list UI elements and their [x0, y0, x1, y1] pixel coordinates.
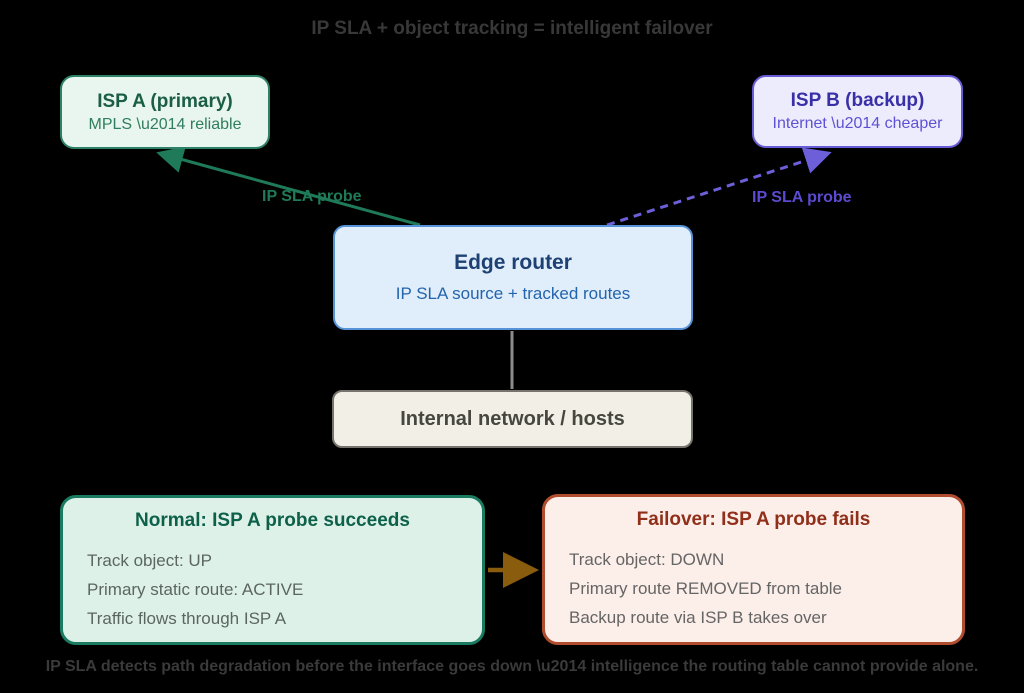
- node-isp-a: ISP A (primary) MPLS \u2014 reliable: [60, 75, 270, 149]
- probe-a-arrow: [156, 146, 421, 227]
- node-edge-router: Edge router IP SLA source + tracked rout…: [333, 225, 693, 330]
- panel-failover-state: Failover: ISP A probe fails Track object…: [542, 494, 965, 645]
- internal-network-title: Internal network / hosts: [400, 407, 625, 430]
- node-internal-network: Internal network / hosts: [332, 390, 693, 448]
- diagram-caption: IP SLA detects path degradation before t…: [45, 658, 979, 675]
- edge-router-title: Edge router: [454, 251, 572, 274]
- probe-b-arrow: [606, 147, 832, 227]
- failover-line-backup-route: Backup route via ISP B takes over: [569, 608, 827, 627]
- failover-panel-title: Failover: ISP A probe fails: [636, 509, 871, 530]
- probe-b-label: IP SLA probe: [752, 189, 852, 206]
- normal-line-track-object: Track object: UP: [87, 551, 213, 570]
- panel-normal-state: Normal: ISP A probe succeeds Track objec…: [60, 495, 485, 645]
- diagram-title: IP SLA + object tracking = intelligent f…: [311, 18, 713, 39]
- isp-b-title: ISP B (backup): [790, 90, 925, 111]
- isp-a-subtitle: MPLS \u2014 reliable: [88, 115, 242, 133]
- normal-line-traffic: Traffic flows through ISP A: [87, 609, 287, 628]
- normal-line-primary-route: Primary static route: ACTIVE: [87, 580, 304, 599]
- node-isp-b: ISP B (backup) Internet \u2014 cheaper: [752, 75, 963, 148]
- failover-line-primary-route: Primary route REMOVED from table: [569, 579, 843, 598]
- isp-b-subtitle: Internet \u2014 cheaper: [772, 115, 943, 132]
- normal-panel-title: Normal: ISP A probe succeeds: [135, 510, 410, 531]
- edge-router-subtitle: IP SLA source + tracked routes: [395, 284, 631, 303]
- failover-line-track-object: Track object: DOWN: [569, 550, 725, 569]
- probe-a-label: IP SLA probe: [262, 188, 362, 205]
- isp-a-title: ISP A (primary): [97, 90, 233, 112]
